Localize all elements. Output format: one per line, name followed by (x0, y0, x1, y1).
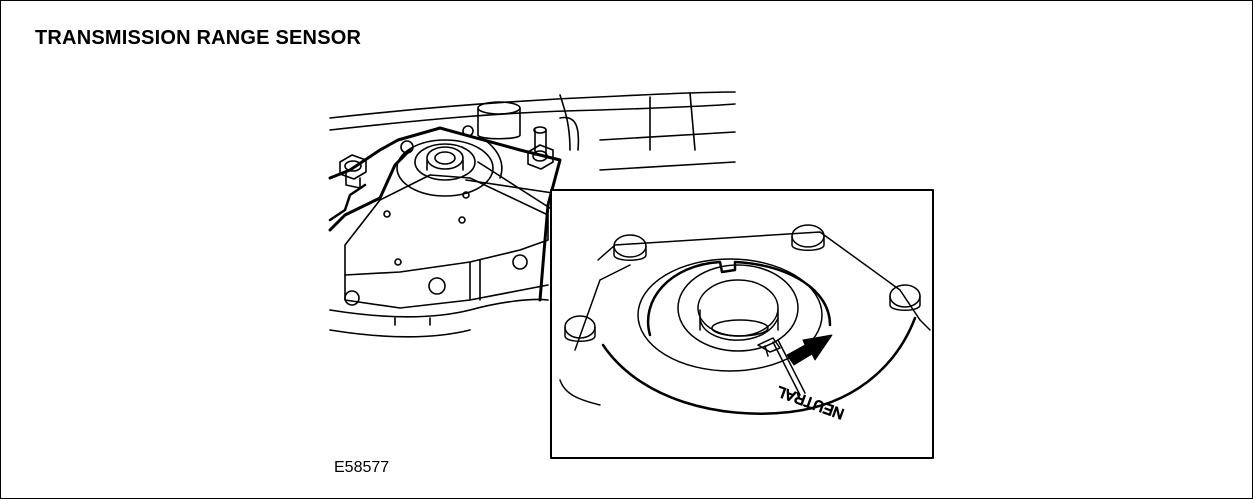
inset-frame (550, 189, 934, 459)
figure-id: E58577 (334, 459, 390, 476)
transmission-housing (328, 91, 736, 338)
pointer-arrow-icon (786, 334, 833, 366)
page-title: TRANSMISSION RANGE SENSOR (35, 27, 362, 49)
inset-detail: NEUTRAL (550, 189, 934, 459)
